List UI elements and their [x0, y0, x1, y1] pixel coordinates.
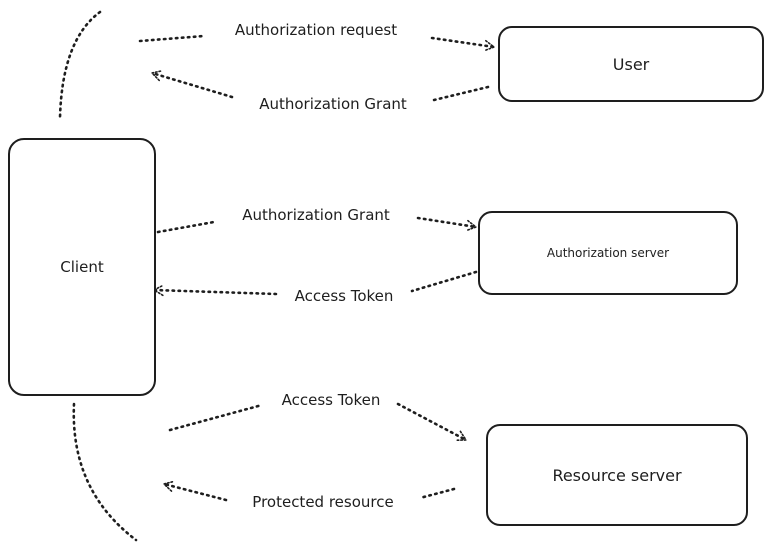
protected-resource-label: Protected resource — [250, 493, 396, 511]
lifeline-top — [58, 10, 102, 120]
access-token-from-server-label: Access Token — [292, 287, 396, 305]
authorization-grant-from-user-label: Authorization Grant — [257, 95, 409, 113]
authorization-request-label: Authorization request — [232, 21, 400, 39]
client-label: Client — [60, 258, 104, 276]
authorization-server-node: Authorization server — [478, 211, 738, 295]
authorization-grant-to-server-label: Authorization Grant — [240, 206, 392, 224]
edge-protected-resource — [164, 484, 456, 502]
lifeline-bottom — [72, 402, 138, 542]
edge-authorization-grant-to-server — [156, 218, 476, 232]
authorization-server-label: Authorization server — [546, 246, 670, 260]
resource-server-label: Resource server — [552, 465, 682, 485]
user-label: User — [612, 54, 650, 74]
edge-authorization-request — [138, 34, 494, 47]
user-node: User — [498, 26, 764, 102]
resource-server-node: Resource server — [486, 424, 748, 526]
edge-access-token-to-resource — [168, 402, 466, 440]
edge-access-token-from-server — [154, 270, 478, 294]
access-token-to-resource-label: Access Token — [279, 391, 383, 409]
client-node: Client — [8, 138, 156, 396]
edge-authorization-grant-from-user — [152, 73, 490, 102]
